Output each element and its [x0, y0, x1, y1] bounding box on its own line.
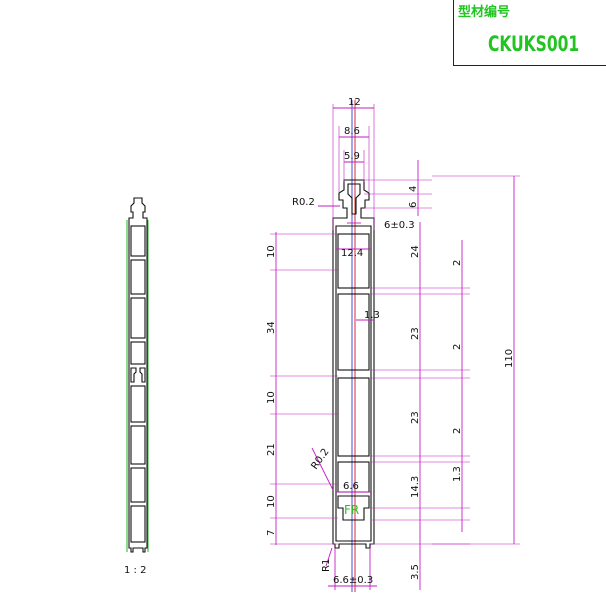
small-cell: [130, 341, 146, 365]
radius-r1-leader: [325, 547, 333, 567]
fr-label: FR: [344, 503, 359, 517]
dim-6: 6: [408, 202, 419, 208]
dim-gap-2c: 2: [452, 428, 463, 434]
title-block: 型材编号 CKUKS001: [453, 0, 606, 66]
overall-dimension: 110: [432, 175, 520, 545]
scale-label: 1 : 2: [124, 565, 146, 576]
dim-mid-14.3: 14.3: [410, 476, 421, 498]
profile-number-label: 型材编号: [458, 5, 511, 20]
radius-top: R0.2: [292, 197, 315, 208]
small-cell: [130, 505, 146, 543]
middle-dimensions: 24 23 23 14.3 3.5: [371, 222, 470, 590]
dim-mid-24: 24: [410, 245, 421, 258]
dim-left-7: 7: [266, 530, 277, 536]
profile-cell: [337, 377, 370, 457]
dim-gap-2b: 2: [452, 344, 463, 350]
radius-r1: R1: [321, 559, 332, 572]
dim-slot-1.3: 1.3: [364, 310, 380, 321]
small-cell: [130, 385, 146, 423]
radius-low-leader: [311, 447, 334, 491]
dim-gap-1.3: 1.3: [452, 466, 463, 482]
dim-6.6: 6.6: [343, 481, 359, 492]
small-cell: [130, 425, 146, 465]
dim-5.9: 5.9: [344, 151, 360, 162]
small-joint-left: [130, 367, 137, 383]
dim-6.6tol: 6.6±0.3: [333, 575, 373, 586]
dim-mid-23b: 23: [410, 411, 421, 424]
bottom-foot: [337, 495, 370, 521]
dim-gap-2a: 2: [452, 260, 463, 266]
small-profile-outline: [128, 197, 148, 553]
dim-left-34: 34: [266, 321, 277, 334]
small-joint-right: [139, 367, 146, 383]
dim-12: 12: [348, 97, 361, 108]
small-cell: [130, 297, 146, 339]
dim-6tol: 6±0.3: [384, 220, 415, 231]
dim-12.4: 12.4: [341, 248, 363, 259]
profile-cell: [337, 233, 370, 289]
dim-mid-23a: 23: [410, 327, 421, 340]
profile-code: CKUKS001: [488, 32, 580, 56]
top-clip-inner: [347, 183, 361, 215]
dim-left-10b: 10: [266, 391, 277, 404]
left-dimensions: 10 34 10 21 10 7: [266, 232, 338, 545]
dim-110: 110: [504, 349, 515, 368]
dim-8.6: 8.6: [344, 126, 360, 137]
profile-cell: [337, 293, 370, 371]
top-dimensions: 12 8.6 5.9 R0.2 6±0.3 4 6 12.4 1.3: [292, 97, 432, 321]
dim-mid-3.5: 3.5: [410, 564, 421, 580]
small-cell: [130, 225, 146, 257]
profile-inner-wall: [335, 225, 372, 542]
dim-4: 4: [408, 186, 419, 192]
small-cell: [130, 467, 146, 503]
small-profile-view: 1 : 2: [124, 197, 149, 576]
dim-left-10a: 10: [266, 245, 277, 258]
profile-outline: [332, 179, 375, 549]
gap-dimensions: 2 2 2 1.3: [452, 240, 463, 532]
dim-left-10c: 10: [266, 495, 277, 508]
small-cell: [130, 259, 146, 295]
dim-left-21: 21: [266, 443, 277, 456]
